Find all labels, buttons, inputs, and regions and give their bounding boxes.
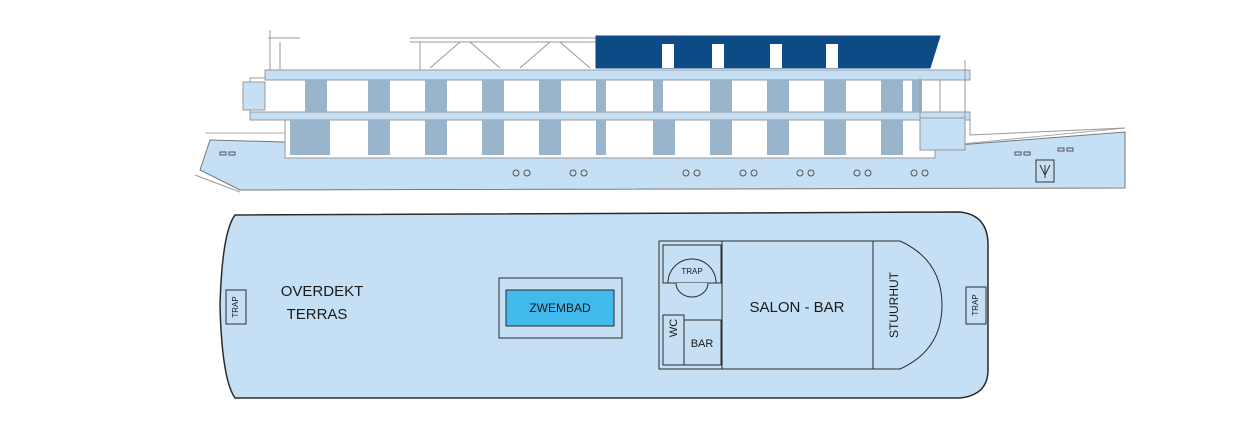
- left-trap: [225, 289, 247, 325]
- portholes: [512, 169, 929, 177]
- right-trap-label: TRAP: [971, 294, 980, 315]
- wheelhouse: [872, 240, 943, 370]
- salon-label: SALON - BAR: [749, 299, 844, 316]
- pool-label: ZWEMBAD: [529, 301, 591, 315]
- left-trap-label: TRAP: [231, 296, 240, 317]
- sun-deck-frame: [268, 30, 596, 70]
- anchor-icon: [1035, 159, 1055, 183]
- stair: [662, 244, 722, 284]
- ship-side-view: [194, 30, 1126, 193]
- lower-deck-windows: [290, 120, 903, 155]
- wheelhouse-label: STUURHUT: [887, 271, 901, 338]
- right-trap: [965, 286, 987, 325]
- terrace-label-line1: OVERDEKT: [281, 283, 364, 300]
- stair-label: TRAP: [681, 267, 702, 276]
- terrace-label-line2: TERRAS: [287, 306, 348, 323]
- deck-plan: TRAP OVERDEKT TERRAS ZWEMBAD TRAP WC BAR…: [219, 211, 989, 399]
- wc-label: WC: [668, 319, 680, 337]
- middle-deck-windows: [305, 80, 922, 112]
- pool: [505, 289, 615, 327]
- wheelhouse-side: [595, 35, 941, 69]
- bar-label: BAR: [691, 338, 714, 350]
- bar: [683, 319, 722, 366]
